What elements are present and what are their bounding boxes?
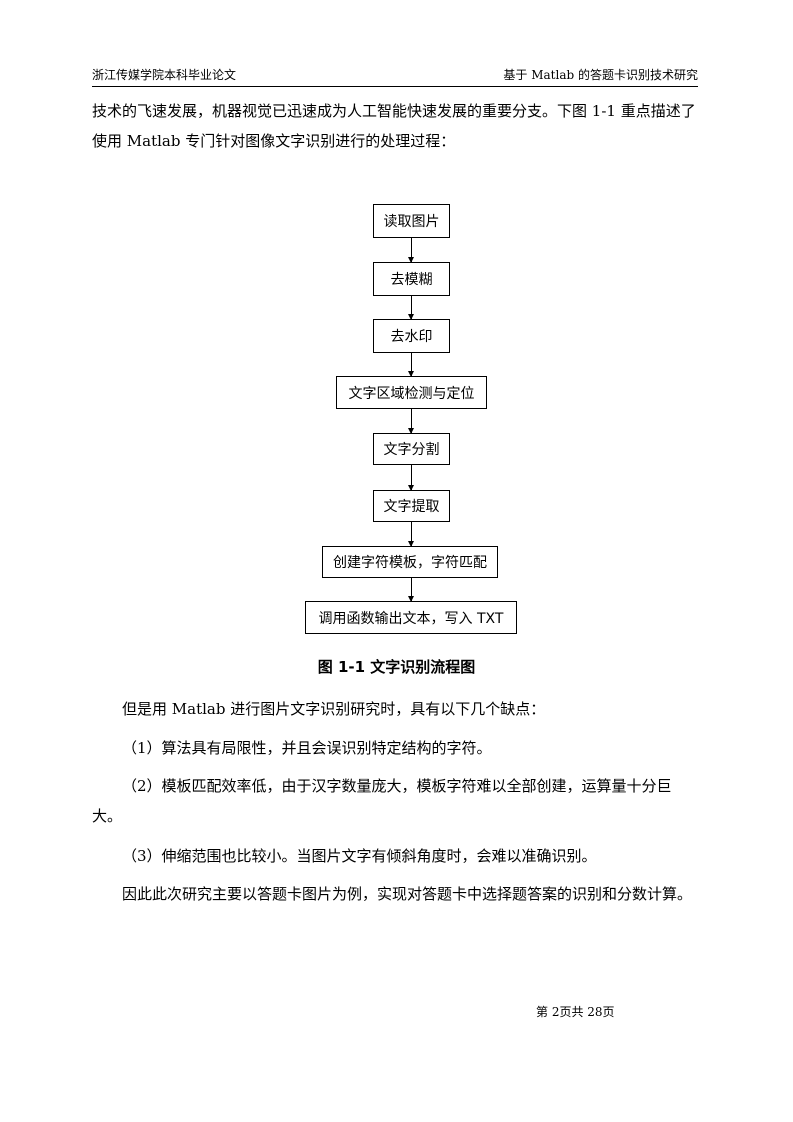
list-item-1: （1）算法具有局限性，并且会误识别特定结构的字符。 (122, 739, 492, 757)
flow-arrow (408, 238, 414, 263)
conclusion-paragraph: 因此此次研究主要以答题卡图片为例，实现对答题卡中选择题答案的识别和分数计算。 (122, 885, 693, 903)
flow-arrow (408, 522, 414, 547)
header-right-title: 基于 Matlab 的答题卡识别技术研究 (503, 68, 698, 82)
flow-arrow (408, 465, 414, 491)
flow-step-deblur: 去模糊 (373, 262, 450, 296)
figure-caption: 图 1-1 文字识别流程图 (317, 658, 476, 676)
flow-step-template-matching: 创建字符模板，字符匹配 (322, 546, 498, 578)
flow-arrow (408, 578, 414, 602)
flow-step-remove-watermark: 去水印 (373, 319, 450, 353)
intro-paragraph: 技术的飞速发展，机器视觉已迅速成为人工智能快速发展的重要分支。下图 1-1 重点… (92, 102, 696, 150)
flow-arrow (408, 353, 414, 377)
flow-step-output-text: 调用函数输出文本，写入 TXT (305, 601, 517, 634)
list-item-2: （2）模板匹配效率低，由于汉字数量庞大，模板字符难以全部创建，运算量十分巨大。 (92, 777, 672, 825)
flow-step-text-detection: 文字区域检测与定位 (336, 376, 487, 409)
page-number-footer: 第 2页共 28页 (536, 1005, 615, 1019)
flow-step-text-extraction: 文字提取 (373, 490, 450, 522)
flow-step-text-segmentation: 文字分割 (373, 433, 450, 465)
header-left-title: 浙江传媒学院本科毕业论文 (92, 68, 237, 82)
page-header: 浙江传媒学院本科毕业论文 基于 Matlab 的答题卡识别技术研究 (92, 62, 698, 87)
flowchart: 读取图片 去模糊 去水印 文字区域检测与定位 文字分割 文字提取 创建字符模板，… (305, 204, 517, 634)
flow-step-read-image: 读取图片 (373, 204, 450, 238)
body-paragraph: 但是用 Matlab 进行图片文字识别研究时，具有以下几个缺点： (122, 700, 546, 718)
list-item-3: （3）伸缩范围也比较小。当图片文字有倾斜角度时，会难以准确识别。 (122, 847, 597, 865)
flow-arrow (408, 409, 414, 434)
flow-arrow (408, 296, 414, 320)
